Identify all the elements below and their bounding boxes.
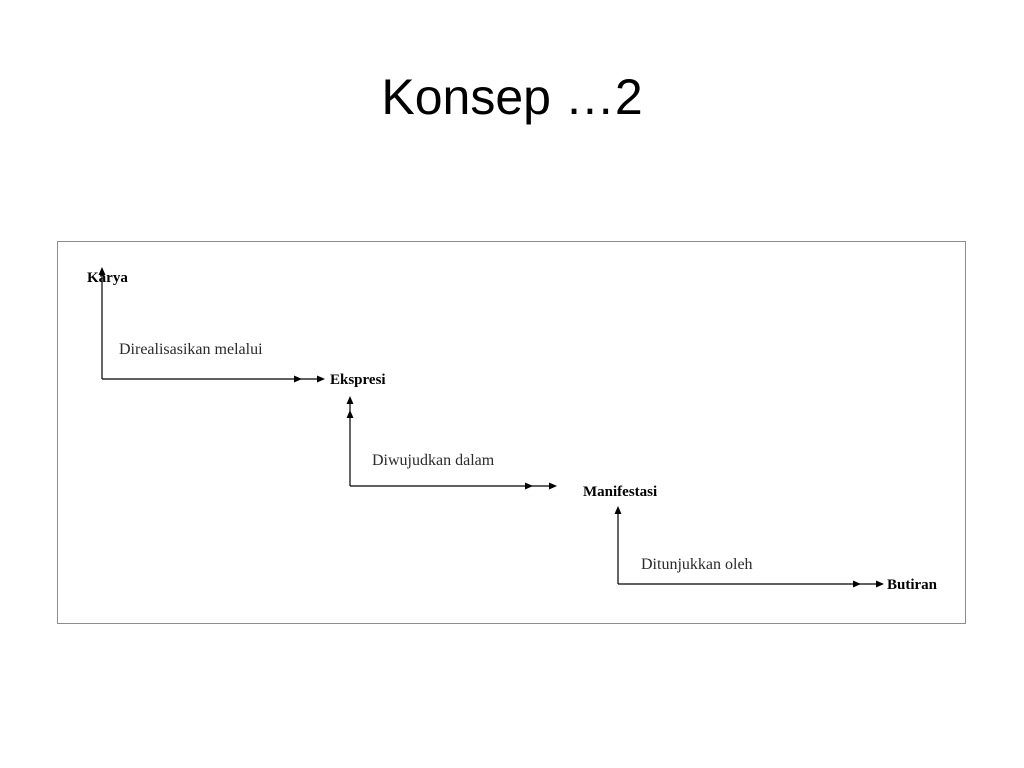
- connector-karya-ekspresi: [98, 267, 325, 383]
- hierarchy-diagram: Karya Ekspresi Manifestasi Butiran Direa…: [87, 267, 938, 593]
- edge-label-ditunjukkan: Ditunjukkan oleh: [641, 556, 753, 573]
- arrowhead-right-icon: [853, 580, 861, 588]
- arrowhead-up-icon: [98, 267, 106, 275]
- edge-label-diwujudkan: Diwujudkan dalam: [372, 452, 495, 469]
- node-karya: Karya: [87, 270, 128, 286]
- connector-ekspresi-manifestasi: [346, 396, 557, 490]
- arrowhead-right-icon: [876, 580, 884, 588]
- slide-title: Konsep …2: [381, 69, 643, 125]
- arrowhead-right-icon: [294, 375, 302, 383]
- arrowhead-up-icon: [346, 410, 354, 418]
- node-manifestasi: Manifestasi: [583, 484, 657, 500]
- arrowhead-up-icon: [614, 506, 622, 514]
- arrowhead-right-icon: [549, 482, 557, 490]
- arrowhead-right-icon: [317, 375, 325, 383]
- node-ekspresi: Ekspresi: [330, 372, 386, 388]
- connector-manifestasi-butiran: [614, 506, 884, 588]
- arrowhead-right-icon: [525, 482, 533, 490]
- node-butiran: Butiran: [887, 577, 938, 593]
- arrowhead-up-icon: [346, 396, 354, 404]
- edge-label-direalisasikan: Direalisasikan melalui: [119, 341, 263, 358]
- diagram-frame: Karya Ekspresi Manifestasi Butiran Direa…: [57, 241, 966, 624]
